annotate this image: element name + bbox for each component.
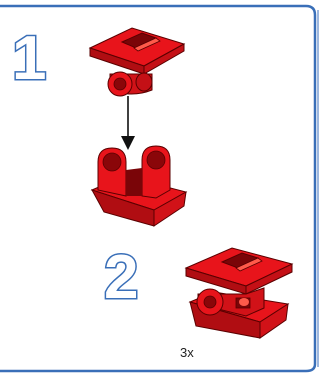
hinge-base-part-icon [84,140,194,230]
step-2-number: 2 [104,247,138,309]
assembled-hinge-part-icon [180,242,300,342]
step-quantity-label: 3x [180,345,194,360]
step-1-number: 1 [12,28,46,90]
hinge-top-part-icon [82,18,192,98]
